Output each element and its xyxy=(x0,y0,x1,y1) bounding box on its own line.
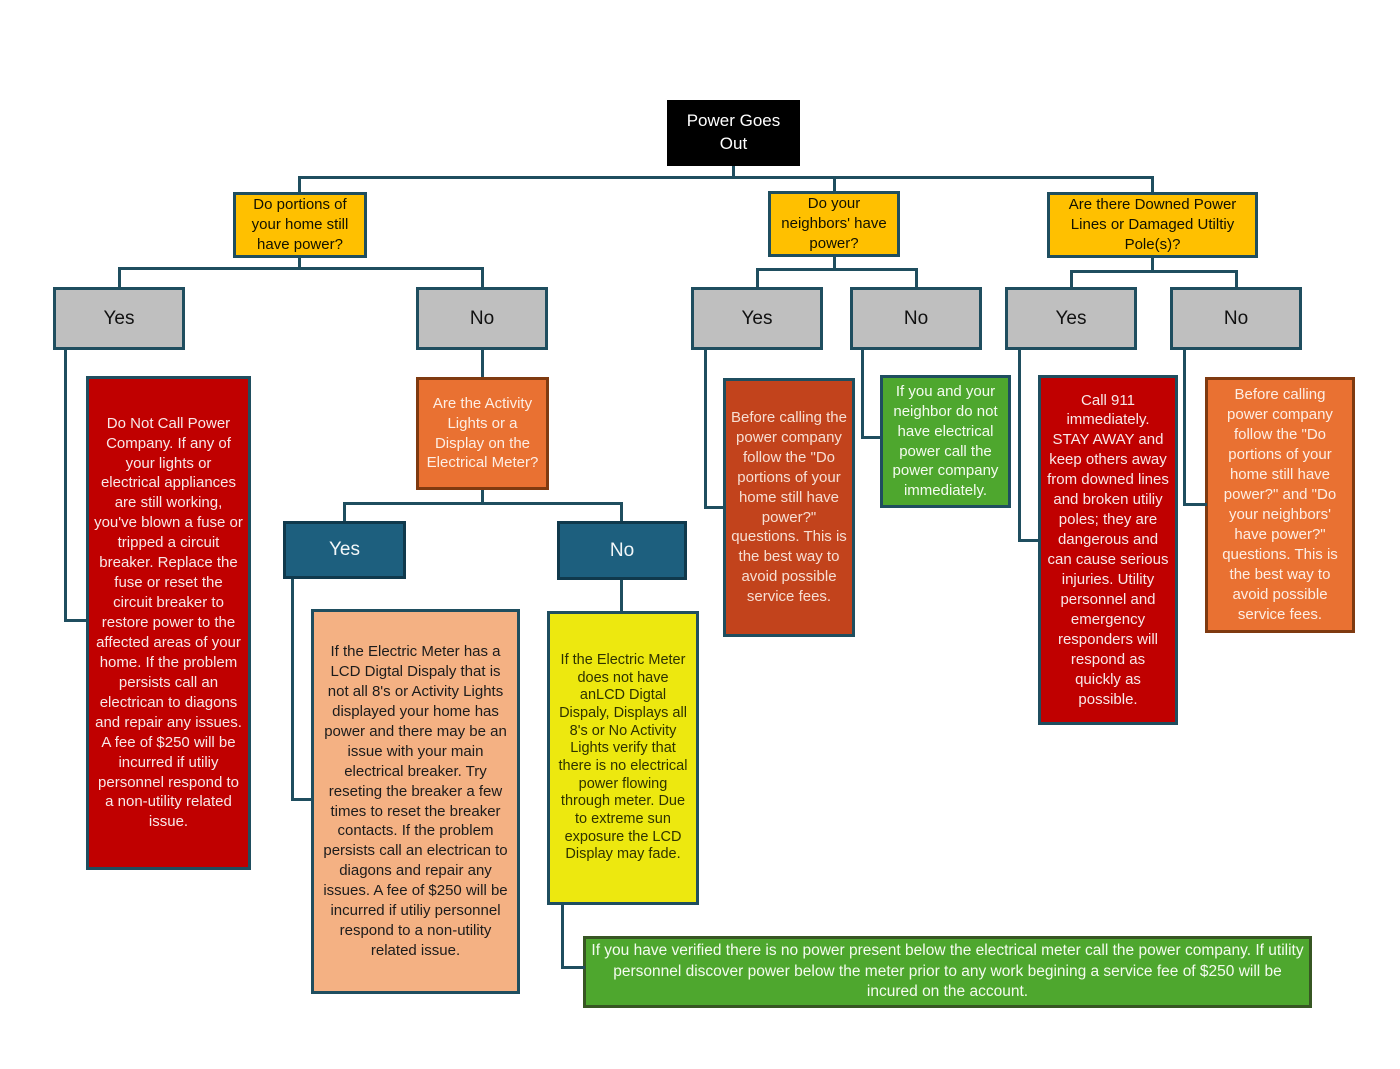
connector-root-stub xyxy=(732,166,735,178)
connector-neighborsyes-elbow xyxy=(704,506,725,509)
connector-meter-no xyxy=(620,502,623,521)
node-question-meter-activity: Are the Activity Lights or a Display on … xyxy=(416,377,549,490)
node-before-calling-home-questions: Before calling the power company follow … xyxy=(723,378,855,637)
connector-qlines-stub xyxy=(1151,258,1154,272)
connector-to-q-lines xyxy=(1151,176,1154,193)
connector-linesyes-down xyxy=(1018,350,1021,542)
connector-meterno-down xyxy=(620,580,623,611)
connector-home-yes xyxy=(118,267,121,288)
node-meter-no: No xyxy=(557,521,687,580)
connector-neighborsno-elbow xyxy=(861,436,882,439)
node-home-no: No xyxy=(416,287,548,350)
connector-homeyes-down xyxy=(64,350,67,622)
node-before-calling-both-questions: Before calling power company follow the … xyxy=(1205,377,1355,633)
connector-neighbors-yes xyxy=(756,268,759,288)
connector-homeno-to-meter xyxy=(481,350,484,377)
node-do-not-call-power-company: Do Not Call Power Company. If any of you… xyxy=(86,376,251,870)
connector-lines-no xyxy=(1235,270,1238,288)
node-call-power-company-immediately: If you and your neighbor do not have ele… xyxy=(880,375,1011,508)
node-question-home-power: Do portions of your home still have powe… xyxy=(233,192,367,258)
node-meter-no-display-info: If the Electric Meter does not have anLC… xyxy=(547,611,699,905)
connector-linesno-elbow xyxy=(1183,503,1207,506)
node-question-downed-lines: Are there Downed Power Lines or Damaged … xyxy=(1047,192,1258,258)
connector-to-q-neighbors xyxy=(833,176,836,192)
connector-meteryes-down xyxy=(291,579,294,801)
node-neighbors-no: No xyxy=(850,287,982,350)
connector-banner-elbow xyxy=(561,966,585,969)
node-verified-no-power-banner: If you have verified there is no power p… xyxy=(583,936,1312,1008)
connector-qneighbors-stub xyxy=(833,257,836,270)
connector-yellow-to-banner xyxy=(561,905,564,969)
connector-neighborsno-down xyxy=(861,350,864,439)
node-question-neighbors-power: Do your neighbors' have power? xyxy=(768,191,900,257)
connector-linesyes-elbow xyxy=(1018,539,1040,542)
connector-level1-rail xyxy=(298,176,1154,179)
connector-qmeter-rail xyxy=(343,502,623,505)
node-lines-yes: Yes xyxy=(1005,287,1137,350)
connector-qhome-stub xyxy=(298,258,301,269)
node-lines-no: No xyxy=(1170,287,1302,350)
connector-homeyes-elbow xyxy=(64,619,88,622)
node-neighbors-yes: Yes xyxy=(691,287,823,350)
node-home-yes: Yes xyxy=(53,287,185,350)
connector-lines-yes xyxy=(1070,270,1073,288)
connector-qmeter-stub xyxy=(481,490,484,504)
connector-qneighbors-rail xyxy=(756,268,918,271)
connector-to-q-home xyxy=(298,176,301,193)
connector-home-no xyxy=(481,267,484,288)
connector-linesno-down xyxy=(1183,350,1186,506)
node-meter-yes: Yes xyxy=(283,521,406,579)
connector-meter-yes xyxy=(343,502,346,521)
connector-qlines-rail xyxy=(1070,270,1237,273)
connector-qhome-rail xyxy=(118,267,484,270)
node-power-goes-out: Power Goes Out xyxy=(667,100,800,166)
node-call-911: Call 911 immediately. STAY AWAY and keep… xyxy=(1038,375,1178,725)
connector-neighborsyes-down xyxy=(704,350,707,509)
connector-neighbors-no xyxy=(915,268,918,288)
node-meter-has-display-info: If the Electric Meter has a LCD Digtal D… xyxy=(311,609,520,994)
connector-meteryes-elbow xyxy=(291,798,313,801)
